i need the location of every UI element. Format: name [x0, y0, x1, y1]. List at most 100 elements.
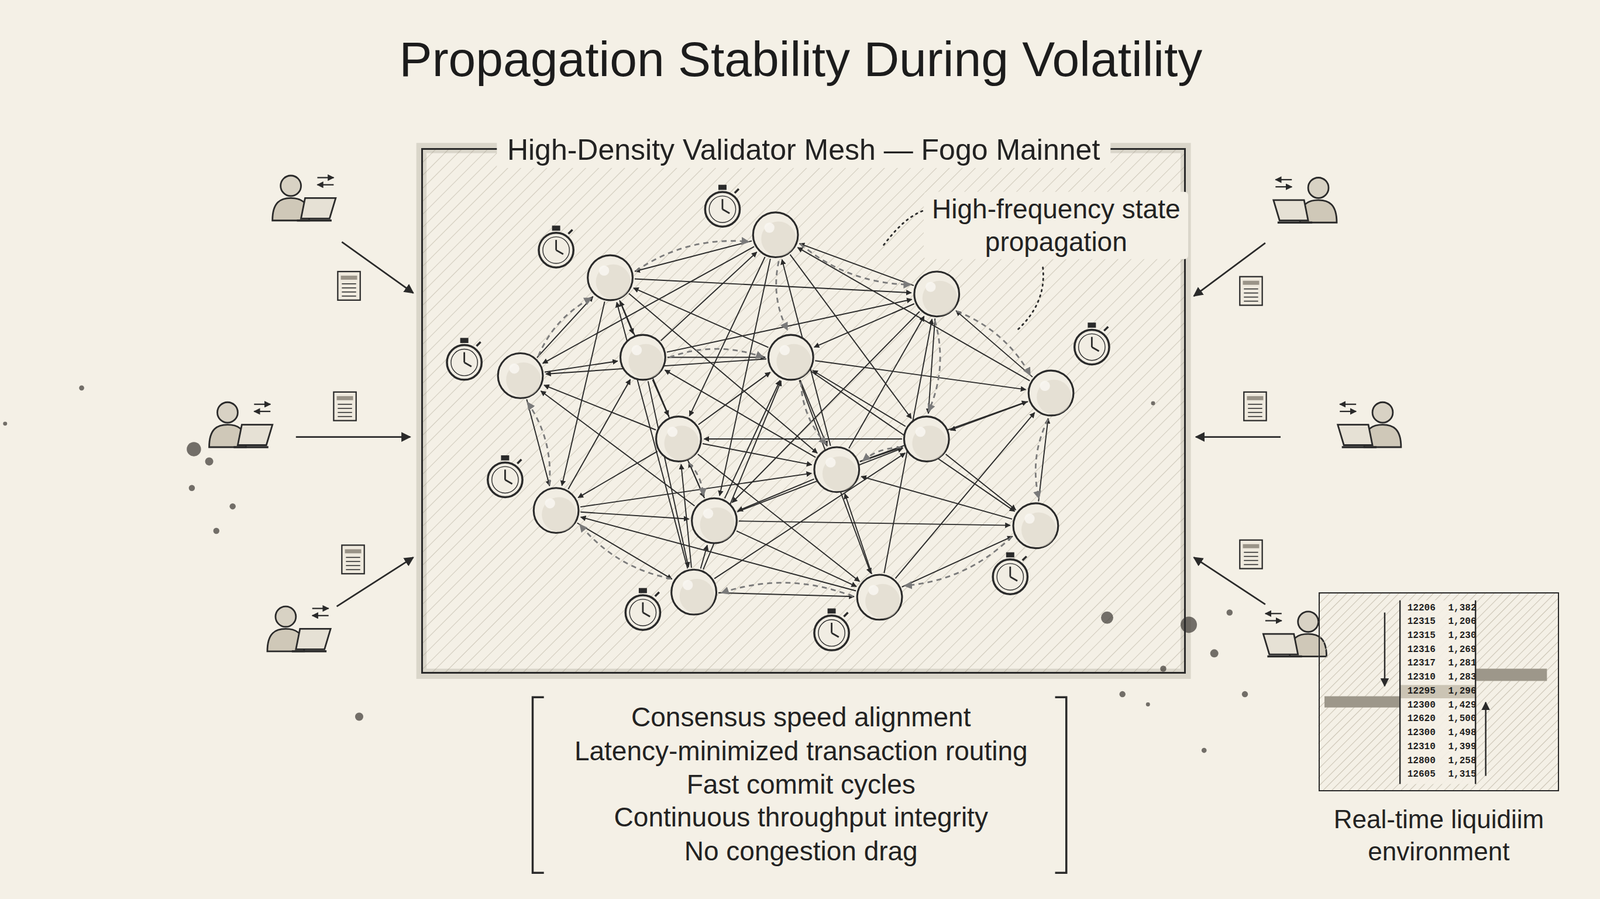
art-path [1273, 200, 1309, 221]
validator-node [692, 497, 738, 543]
art-line [568, 229, 573, 234]
mesh-arrow [955, 310, 1033, 377]
validator-node [1028, 370, 1074, 416]
art-line [504, 469, 507, 480]
panel-caption: Real-time liquidiim environment [1309, 802, 1568, 867]
order-book-cell: 1,281 [1448, 658, 1477, 670]
art-line [317, 184, 334, 186]
art-rect [345, 548, 362, 553]
art-circle [768, 334, 814, 380]
art-line [1247, 415, 1262, 418]
propagation-curve [957, 311, 1031, 375]
propagation-curve [862, 447, 902, 461]
art-circle [497, 353, 543, 399]
art-line [253, 410, 271, 412]
art-circle [533, 487, 579, 533]
art-line [317, 176, 334, 178]
validator-node [914, 271, 960, 317]
art-path [301, 197, 336, 219]
art-circle [596, 264, 631, 299]
order-book-cell: 12300 [1407, 727, 1436, 739]
art-line [655, 592, 660, 597]
ink-splatter [205, 456, 214, 466]
art-circle [629, 599, 656, 626]
order-inflow-arrow [296, 435, 411, 438]
mesh-arrow [634, 241, 752, 272]
validator-node [671, 569, 717, 615]
propagation-curve [800, 243, 911, 285]
propagation-curve [928, 320, 941, 412]
art-circle [1074, 329, 1110, 364]
art-circle [925, 281, 936, 292]
art-rect [1318, 592, 1560, 791]
order-book-cell: 12605 [1407, 769, 1436, 781]
art-circle [542, 236, 570, 264]
art-circle [1021, 512, 1056, 547]
propagation-curve [579, 524, 672, 578]
art-rect [1324, 696, 1400, 708]
art-line [517, 459, 522, 464]
validator-node [768, 334, 814, 380]
art-line [463, 352, 466, 363]
art-line [1243, 300, 1258, 302]
art-circle [764, 222, 774, 233]
trader-icon [1273, 177, 1337, 223]
art-rect [1243, 280, 1260, 285]
propagation-curve [689, 463, 704, 496]
art-line [734, 188, 739, 194]
ink-splatter [1201, 747, 1207, 753]
art-line [1010, 576, 1018, 581]
ink-splatter [188, 484, 195, 491]
art-line [1275, 179, 1292, 181]
art-circle [625, 594, 660, 630]
art-circle [814, 615, 849, 650]
art-circle [1039, 380, 1050, 391]
title: Propagation Stability During Volatility [399, 31, 1203, 88]
order-book-cell: 12315 [1407, 616, 1436, 628]
ink-splatter [1119, 690, 1125, 697]
art-line [1267, 655, 1302, 657]
art-rect [1243, 391, 1266, 421]
art-circle [664, 425, 700, 460]
art-line [464, 362, 472, 367]
order-book-cell: 1,296 [1448, 685, 1477, 697]
art-circle [752, 212, 798, 258]
document-icon [341, 544, 364, 574]
art-line [297, 219, 332, 222]
propagation-curve [527, 401, 550, 485]
mesh-arrow [702, 443, 812, 465]
order-book-cell: 12310 [1407, 672, 1436, 684]
art-rect [341, 544, 364, 574]
ink-splatter [1226, 608, 1233, 615]
order-inflow-arrow [1195, 435, 1281, 438]
art-circle [544, 497, 555, 508]
art-circle [915, 426, 926, 437]
ink-splatter [213, 527, 220, 534]
art-circle [857, 574, 903, 620]
art-rect [827, 608, 836, 614]
art-path [1263, 633, 1298, 655]
mesh-arrow [812, 370, 906, 426]
art-line [1243, 296, 1258, 298]
ink-splatter [186, 441, 201, 456]
mesh-arrow [714, 452, 906, 579]
art-rect [1239, 276, 1262, 306]
art-circle [446, 345, 482, 380]
mesh-arrow [945, 453, 1017, 510]
benefit-item: Fast commit cycles [686, 768, 916, 801]
art-circle [679, 578, 715, 614]
document-icon [337, 271, 360, 301]
art-line [1243, 563, 1258, 566]
mesh-arrow [797, 247, 1030, 381]
art-circle [903, 416, 949, 462]
validator-node [857, 574, 903, 620]
art-line [1243, 551, 1258, 553]
art-rect [1239, 539, 1262, 569]
validator-node [903, 416, 949, 462]
drawing [2, 148, 1560, 873]
art-path [237, 424, 273, 446]
art-circle [814, 446, 860, 492]
order-inflow-arrow [1194, 556, 1266, 604]
list-bracket [532, 696, 545, 873]
